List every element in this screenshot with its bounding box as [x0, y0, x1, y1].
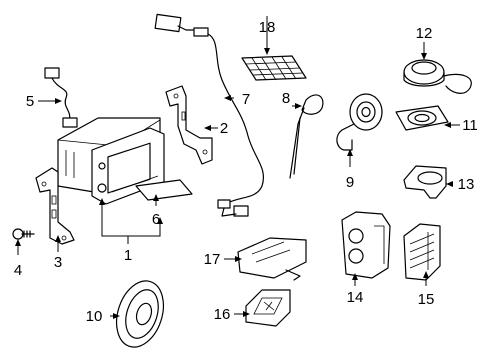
- callout-17: 17: [204, 251, 221, 268]
- callout-5: 5: [26, 93, 34, 110]
- part-13-trim: [403, 165, 447, 199]
- part-5-harness: [44, 67, 78, 128]
- callout-12: 12: [416, 25, 433, 42]
- part-17-tray: [237, 237, 307, 281]
- callout-1: 1: [124, 247, 132, 264]
- callout-13: 13: [458, 176, 475, 193]
- callout-18: 18: [259, 19, 276, 36]
- callout-7: 7: [242, 91, 250, 108]
- part-3-bracket: [35, 167, 75, 245]
- part-4-screw: [12, 228, 35, 240]
- part-14-control: [341, 211, 391, 279]
- part-11-speaker-frame: [395, 105, 449, 131]
- part-16-switch: [245, 289, 291, 327]
- arrowheads: [15, 48, 453, 319]
- callout-8: 8: [282, 90, 290, 107]
- callout-3: 3: [54, 254, 62, 271]
- callout-4: 4: [14, 262, 22, 279]
- callout-15: 15: [418, 291, 435, 308]
- callout-9: 9: [346, 174, 354, 191]
- part-2-bracket: [165, 85, 213, 165]
- part-10-woofer: [115, 280, 165, 348]
- callout-2: 2: [220, 120, 228, 137]
- callout-6: 6: [152, 211, 160, 228]
- part-15-vent: [403, 223, 441, 281]
- callout-labels: 1 2 3 4 5 6 7 8 9 10 11 12 13 14 15 16 1…: [14, 19, 478, 325]
- part-12-speaker-cable: [403, 59, 472, 94]
- part-6-plate: [135, 179, 193, 201]
- callout-11: 11: [462, 117, 478, 134]
- part-9-speaker-small: [336, 93, 383, 151]
- callout-10: 10: [86, 308, 103, 325]
- leader-lines: [17, 16, 460, 317]
- callout-14: 14: [347, 289, 364, 306]
- callout-16: 16: [214, 306, 231, 323]
- part-18-grille: [241, 55, 307, 81]
- part-7-antenna-cable: [154, 13, 264, 217]
- part-8-tweeter: [289, 94, 324, 179]
